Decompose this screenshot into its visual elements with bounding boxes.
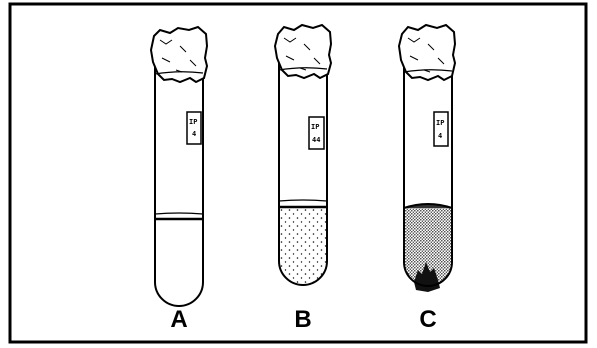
tube-b-tag-line-1: IP	[311, 123, 319, 131]
cotton-plug-b	[275, 25, 331, 78]
tube-a-liquid	[155, 219, 203, 306]
tube-b-tag-line-2: 44	[312, 136, 320, 144]
tube-a-label: A	[170, 306, 187, 333]
test-tube-c: IP 4 C	[399, 25, 455, 333]
tube-c-tag-line-1: IP	[436, 119, 444, 127]
tube-c-surface	[404, 204, 452, 208]
tube-b-label: B	[294, 306, 311, 333]
test-tube-b: IP 44 B	[275, 25, 331, 333]
tube-a-tag-line-2: 4	[192, 130, 196, 138]
tube-b-liquid	[279, 207, 327, 285]
tube-a-meniscus-curve	[155, 213, 203, 214]
tube-a-tag-line-1: IP	[189, 118, 197, 126]
tube-c-tag	[434, 112, 448, 146]
tube-a-tag	[187, 112, 201, 144]
test-tube-a: IP 4 A	[151, 27, 207, 333]
tube-b-tag	[309, 117, 324, 149]
tube-c-label: C	[419, 306, 436, 333]
tube-c-tag-line-2: 4	[438, 132, 442, 140]
